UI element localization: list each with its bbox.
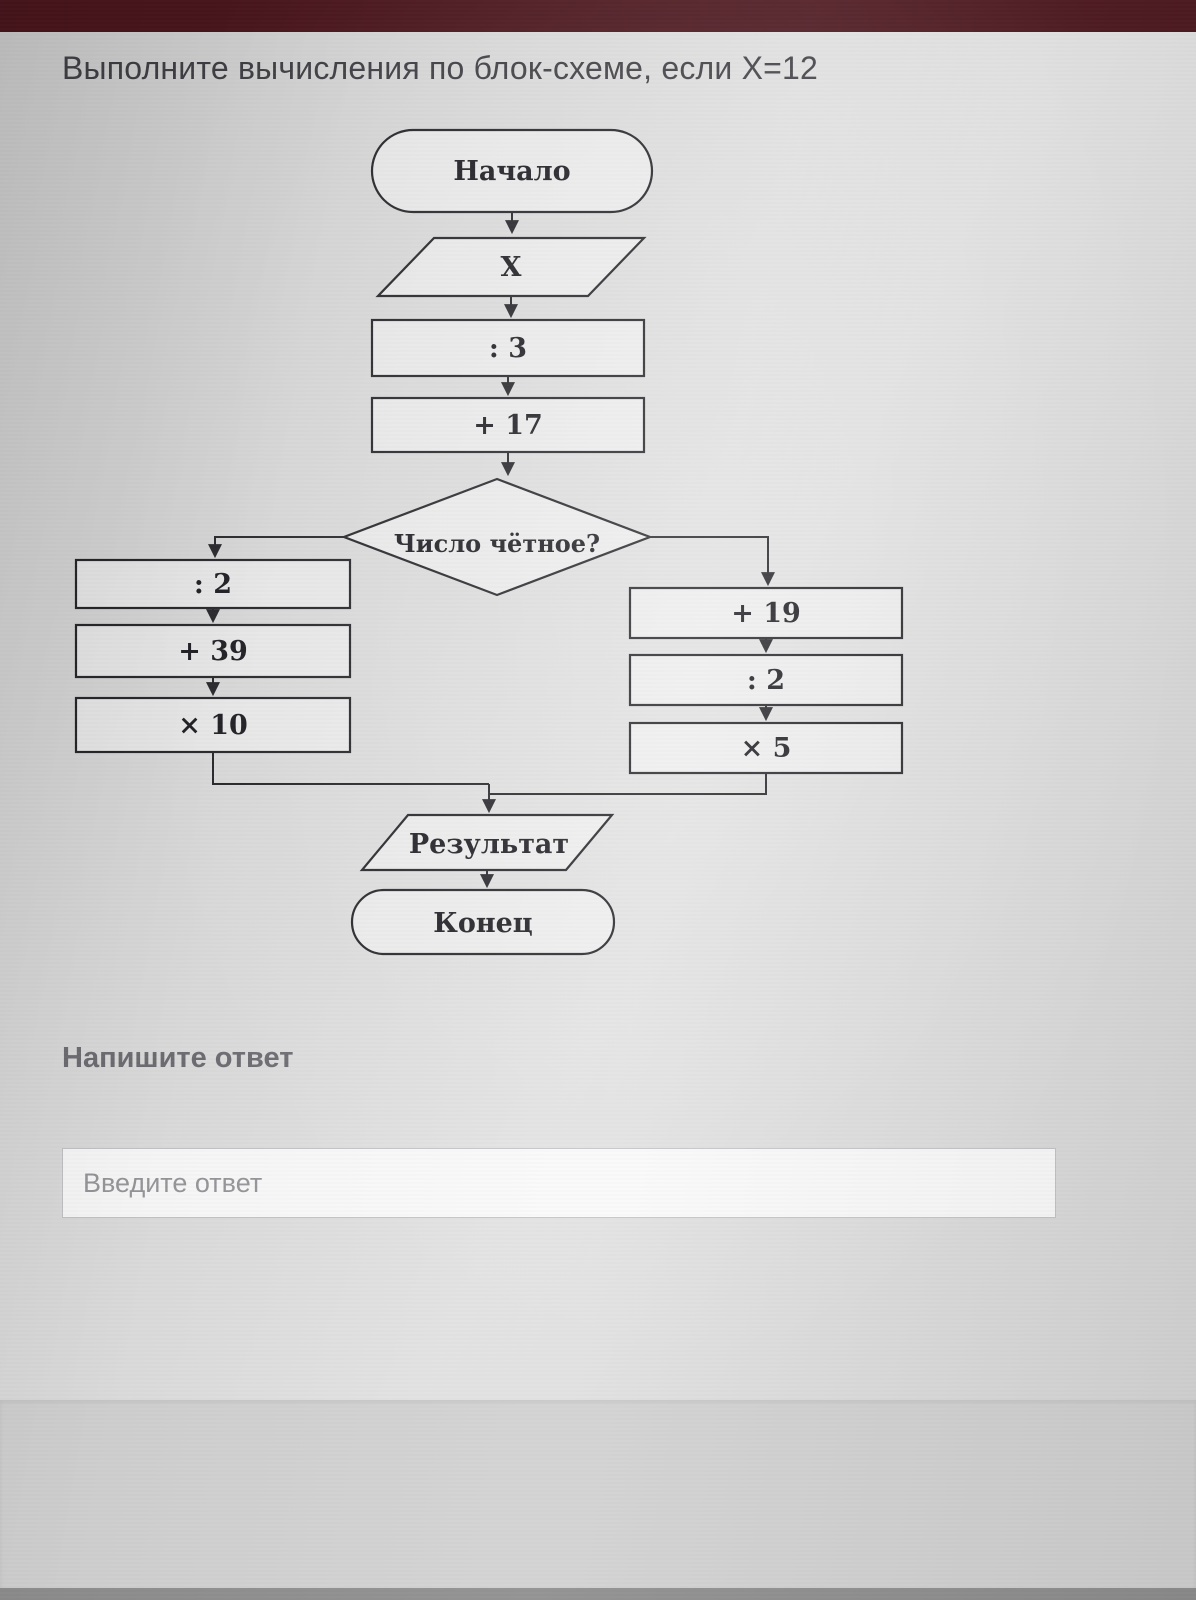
connector-right-merge <box>489 773 767 795</box>
connector-right-branch <box>650 536 775 587</box>
bottom-strip <box>0 1588 1196 1600</box>
step-add17-label: + 17 <box>473 410 543 441</box>
flowchart-input-parallelogram: X <box>375 236 647 298</box>
step-div3-label: : 3 <box>489 333 527 364</box>
start-label: Начало <box>453 156 570 187</box>
flowchart-start-terminator: Начало <box>370 128 654 214</box>
right-step3-label: × 5 <box>741 733 792 764</box>
answer-label: Напишите ответ <box>62 1042 294 1074</box>
decision-label: Число чётное? <box>394 529 600 558</box>
flowchart-left-step-divide-2: : 2 <box>74 558 352 610</box>
lower-panel <box>0 1400 1196 1588</box>
flowchart-output-parallelogram: Результат <box>359 813 615 872</box>
top-bar <box>0 0 1196 32</box>
flowchart-step-add-17: + 17 <box>370 396 646 454</box>
connector-left-merge <box>212 752 489 785</box>
answer-input[interactable] <box>62 1148 1056 1218</box>
output-label: Результат <box>409 829 569 860</box>
left-step2-label: + 39 <box>178 636 248 667</box>
flowchart-right-step-mul-5: × 5 <box>628 721 904 775</box>
end-label: Конец <box>433 908 533 939</box>
flowchart-right-step-add-19: + 19 <box>628 586 904 640</box>
right-step1-label: + 19 <box>731 598 801 629</box>
question-title: Выполните вычисления по блок-схеме, если… <box>62 50 819 86</box>
connector-left-branch <box>208 536 344 559</box>
flowchart: Начало X : 3 + 17 <box>0 120 1196 980</box>
flowchart-decision-even: Число чётное? <box>340 477 654 597</box>
left-step3-label: × 10 <box>178 710 248 741</box>
flowchart-step-divide-3: : 3 <box>370 318 646 378</box>
flowchart-end-terminator: Конец <box>350 888 616 956</box>
flowchart-left-step-add-39: + 39 <box>74 623 352 679</box>
input-x-label: X <box>501 252 522 283</box>
flowchart-left-step-mul-10: × 10 <box>74 696 352 754</box>
flowchart-right-step-divide-2: : 2 <box>628 653 904 707</box>
right-step2-label: : 2 <box>747 665 785 696</box>
left-step1-label: : 2 <box>194 569 232 600</box>
